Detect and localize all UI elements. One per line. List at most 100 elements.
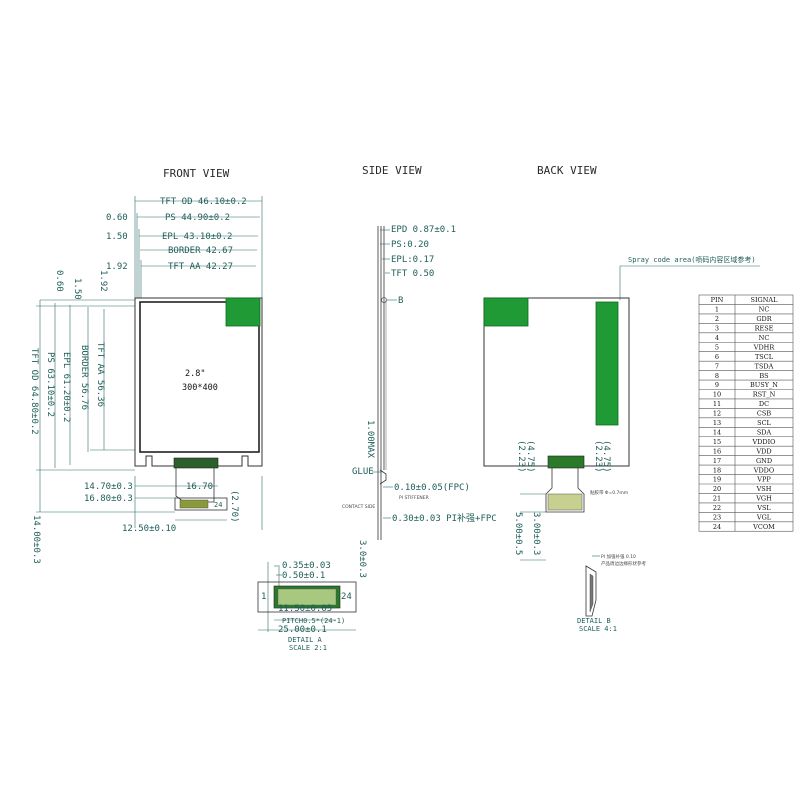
detail-b-marker bbox=[381, 297, 387, 303]
pin-signal: VSL bbox=[756, 504, 771, 512]
pin-number: 12 bbox=[713, 410, 721, 418]
offset-ps: 0.60 bbox=[106, 213, 128, 223]
detail-b-ref: B bbox=[398, 296, 403, 306]
dim-pi-thickness: 0.30±0.03 PI补强+FPC bbox=[392, 512, 497, 524]
pin-signal: SCL bbox=[757, 419, 771, 427]
dim-epl-width: EPL 43.10±0.2 bbox=[162, 232, 232, 242]
pin-number: 20 bbox=[713, 485, 721, 493]
pin-number: 8 bbox=[715, 372, 719, 380]
fpc-tab-back bbox=[483, 297, 529, 327]
detail-a-title: DETAIL A bbox=[288, 636, 323, 644]
pin-number: 14 bbox=[713, 428, 721, 436]
front-left-offsets: 0.60 1.50 1.92 bbox=[106, 213, 128, 272]
pin-number: 15 bbox=[713, 438, 721, 446]
pin-signal: VDHR bbox=[753, 343, 776, 351]
pin-signal: DC bbox=[759, 400, 769, 408]
dim-back-right-1: (2.23) bbox=[593, 440, 603, 473]
spray-code-note: Spray code area(喷码内容区域参考) bbox=[628, 255, 756, 264]
dim-pad-span: 11.50±0.05 bbox=[278, 604, 332, 614]
voffset-aa: 1.92 bbox=[98, 270, 108, 292]
pin-signal: VSH bbox=[756, 485, 772, 493]
dim-detail-a-width: 25.00±0.1 bbox=[278, 625, 327, 635]
back-view-title: BACK VIEW bbox=[537, 164, 597, 177]
fpc-contact-pads bbox=[179, 499, 209, 509]
dim-tft-thickness: TFT 0.50 bbox=[391, 269, 434, 279]
spray-code-area bbox=[595, 301, 619, 426]
voffset-epl: 1.50 bbox=[72, 278, 82, 300]
pin-number: 1 bbox=[715, 306, 719, 314]
front-vert-offsets: 0.60 1.50 1.92 bbox=[54, 270, 108, 300]
voffset-ps: 0.60 bbox=[54, 270, 64, 292]
pin-number: 6 bbox=[715, 353, 719, 361]
back-view: Spray code area(喷码内容区域参考) (2.23) (4.75) … bbox=[483, 255, 760, 561]
active-area bbox=[139, 301, 260, 453]
pin-number: 24 bbox=[713, 523, 721, 531]
pin-header: PIN bbox=[711, 296, 724, 304]
dim-back-fpc-1: 3.00±0.3 bbox=[531, 512, 541, 555]
pin-number: 23 bbox=[713, 514, 721, 522]
detail-b-scale: SCALE 4:1 bbox=[579, 625, 617, 633]
pin-signal: VDDO bbox=[753, 466, 774, 474]
pin-number: 2 bbox=[715, 315, 719, 323]
pin-signal: RST_N bbox=[753, 391, 776, 399]
fpc-pin-label: 24 bbox=[214, 501, 222, 509]
offset-aa: 1.92 bbox=[106, 262, 128, 272]
signal-header: SIGNAL bbox=[751, 296, 779, 304]
pin-number: 19 bbox=[713, 476, 721, 484]
pin-signal: VGL bbox=[756, 514, 772, 522]
dim-fpc-gap: (2.70) bbox=[229, 490, 239, 523]
glue-label: GLUE bbox=[352, 467, 374, 477]
detail-b-note-2: 产品周边边缘形状参考 bbox=[601, 560, 646, 567]
dim-tft-od-height: TFT OD 64.80±0.2 bbox=[29, 348, 39, 435]
pin-number: 4 bbox=[715, 334, 719, 342]
detail-a-scale: SCALE 2:1 bbox=[289, 644, 327, 652]
dim-pin-pitch: 0.50±0.1 bbox=[282, 571, 325, 581]
detail-b-title: DETAIL B bbox=[577, 617, 611, 625]
detail-a: 0.35±0.03 0.50±0.1 1 24 11.50±0.05 PITCH… bbox=[257, 540, 367, 652]
dim-back-left-1: (2.23) bbox=[516, 440, 526, 473]
dim-back-fpc-2: 5.00±0.5 bbox=[513, 512, 523, 555]
dim-back-left-2: (4.75) bbox=[525, 440, 535, 473]
pin-number: 11 bbox=[713, 400, 721, 408]
screen-size-label: 2.8" bbox=[185, 369, 205, 379]
dim-fpc-outer: 16.80±0.3 bbox=[84, 494, 133, 504]
pin-number: 3 bbox=[715, 325, 719, 333]
pin-signal: GND bbox=[756, 457, 772, 465]
dim-epl-height: EPL 61.20±0.2 bbox=[61, 352, 71, 422]
pin-signal: VGH bbox=[755, 495, 772, 503]
contact-side-note: CONTACT SIDE bbox=[342, 504, 375, 510]
dim-fpc-inner: 16.70 bbox=[186, 482, 213, 492]
dim-ps-thickness: PS:0.20 bbox=[391, 240, 429, 250]
dim-ps-height: PS 63.10±0.2 bbox=[45, 352, 55, 417]
pin-table-frame bbox=[698, 294, 794, 532]
tape-note: 贴胶带 Φ=0.7mm bbox=[590, 489, 628, 496]
fpc-tab-front bbox=[225, 297, 261, 327]
pin-signal: TSDA bbox=[755, 362, 774, 370]
pin-number: 5 bbox=[715, 343, 719, 351]
pin-signal: BUSY_N bbox=[750, 381, 778, 389]
pin-number: 22 bbox=[713, 504, 721, 512]
resolution-label: 300*400 bbox=[182, 383, 218, 393]
dim-max-thickness: 1.00MAX bbox=[365, 420, 375, 459]
dim-fpc-offset: 14.70±0.3 bbox=[84, 482, 133, 492]
pi-stiffener-note: PI STIFFENER bbox=[399, 495, 429, 501]
side-labels: EPD 0.87±0.1 PS:0.20 EPL:0.17 TFT 0.50 bbox=[380, 225, 456, 279]
dim-tft-aa-width: TFT AA 42.27 bbox=[168, 262, 233, 272]
fpc-pads-back bbox=[547, 493, 583, 511]
pin-signal: SDA bbox=[757, 428, 772, 436]
front-view: TFT OD 46.10±0.2 PS 44.90±0.2 EPL 43.10±… bbox=[29, 196, 263, 564]
dim-tft-od-width: TFT OD 46.10±0.2 bbox=[160, 197, 247, 207]
fpc-connector-back bbox=[547, 455, 585, 469]
detail-b-note-1: PI 加强补强 0.10 bbox=[601, 553, 636, 560]
side-view-title: SIDE VIEW bbox=[362, 164, 422, 177]
pin-number: 10 bbox=[713, 391, 721, 399]
pin-number: 21 bbox=[713, 495, 721, 503]
dim-ps-width: PS 44.90±0.2 bbox=[165, 213, 230, 223]
pin-first: 1 bbox=[261, 592, 266, 602]
dim-border-height: BORDER 56.76 bbox=[79, 345, 89, 410]
pin-number: 16 bbox=[713, 447, 721, 455]
pin-last: 24 bbox=[341, 592, 352, 602]
pin-number: 13 bbox=[713, 419, 721, 427]
